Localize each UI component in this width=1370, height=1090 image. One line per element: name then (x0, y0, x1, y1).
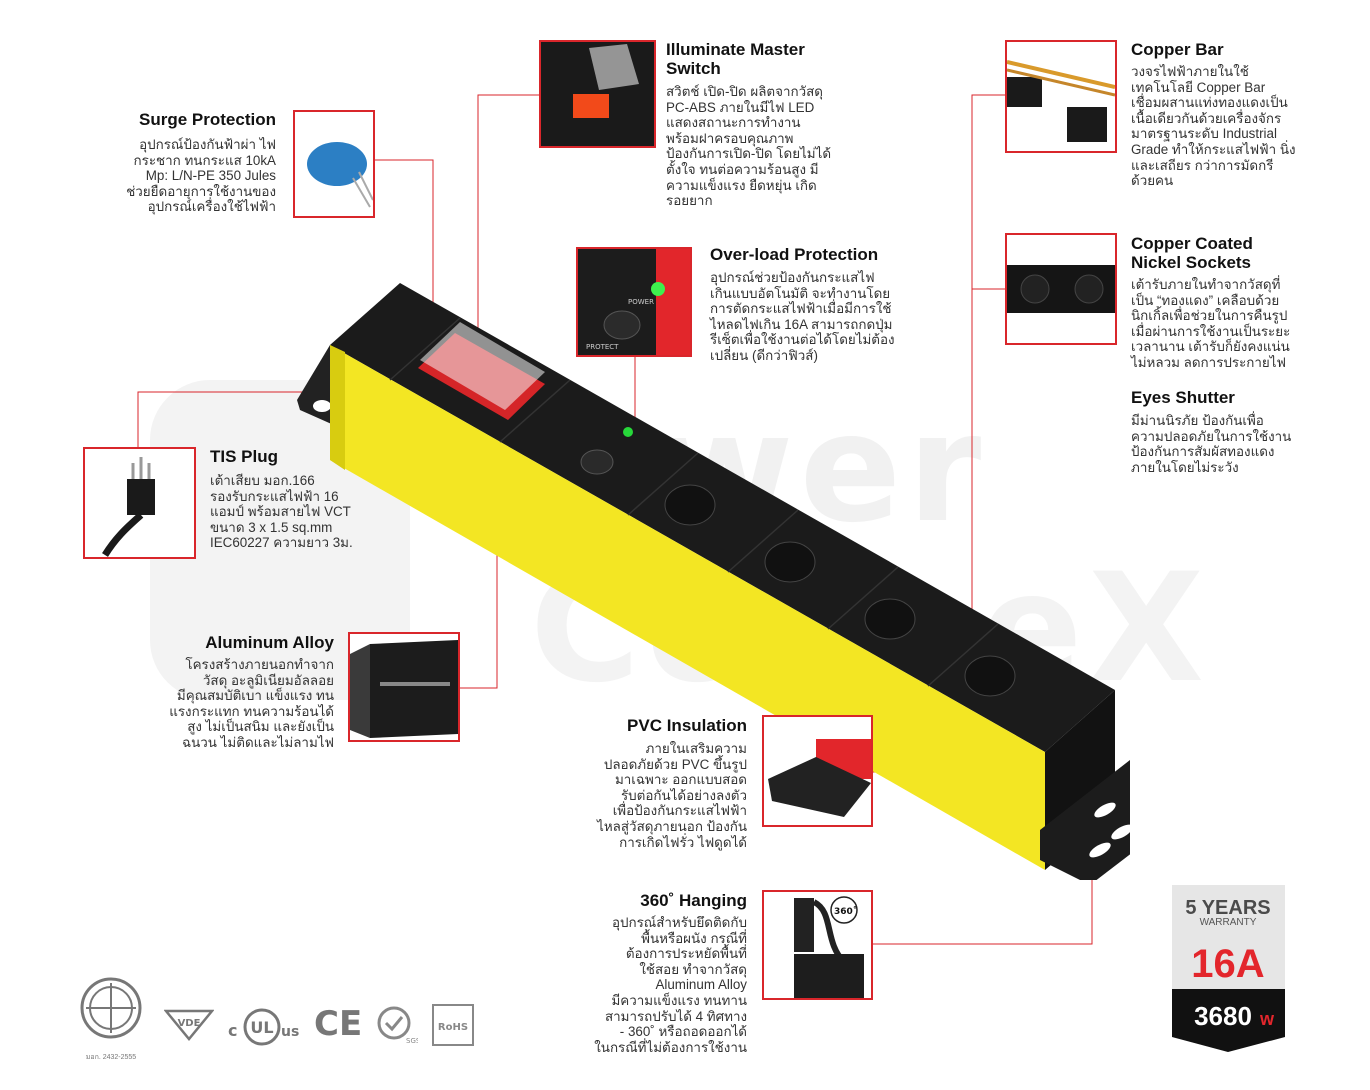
warranty-badge: 5 YEARS WARRANTY 16A 3680 w (1172, 885, 1285, 1052)
svg-text:UL: UL (250, 1018, 273, 1037)
tis-number: มอก. 2432-2555 (85, 1054, 137, 1061)
badge-warranty: WARRANTY (1200, 917, 1257, 928)
svg-text:RoHS: RoHS (438, 1022, 468, 1033)
svg-text:c: c (228, 1021, 237, 1040)
aluminum-thumbnail (348, 632, 460, 742)
ul-logo: c UL us (228, 1003, 300, 1049)
hanging-title: 360˚ Hanging (640, 891, 747, 910)
aluminum-profile-icon (350, 640, 458, 738)
sgs-logo: SGS (374, 1005, 421, 1045)
switch-icon (541, 42, 654, 146)
ce-logo: CE (314, 1004, 363, 1044)
hanging-thumbnail: 360˚ (762, 890, 873, 1000)
surge-title: Surge Protection (139, 110, 276, 129)
aluminum-body: โครงสร้างภายนอกทำจาก วัสดุ อะลูมิเนียมอั… (169, 657, 334, 750)
power-label: POWER (628, 298, 654, 306)
overload-title: Over-load Protection (710, 245, 879, 264)
hanging-body: อุปกรณ์สำหรับยึดติดกับ พื้นหรือผนัง กรณี… (594, 915, 747, 1055)
pvc-title: PVC Insulation (627, 716, 747, 735)
copper-title: Copper Bar (1131, 40, 1224, 59)
bracket-icon: 360˚ (794, 896, 864, 998)
reset-button-icon: POWER PROTECT (578, 249, 690, 355)
tis-logo: มอก. 2432-2555 (78, 975, 144, 1065)
rohs-logo: RoHS (432, 1004, 474, 1046)
plug-body: เต้าเสียบ มอก.166 รองรับกระแสไฟฟ้า 16 แอ… (210, 473, 353, 551)
overload-thumbnail: POWER PROTECT (576, 247, 692, 357)
copper-bar-thumbnail (1005, 40, 1117, 153)
nickel-title: Copper Coated Nickel Sockets (1131, 234, 1253, 272)
pvc-icon (768, 739, 871, 817)
switch-thumbnail (539, 40, 656, 148)
switch-body: สวิตช์ เปิด-ปิด ผลิตจากวัสดุ PC-ABS ภายใ… (666, 84, 832, 209)
switch-title: Illuminate Master Switch (666, 40, 805, 78)
svg-text:us: us (281, 1024, 299, 1040)
overload-body: อุปกรณ์ช่วยป้องกันกระแสไฟ เกินแบบอัตโนมั… (710, 270, 895, 363)
svg-text:VDE: VDE (178, 1018, 201, 1029)
plug-title: TIS Plug (210, 447, 278, 466)
copper-bar-icon (1007, 60, 1115, 142)
surge-thumbnail (293, 110, 375, 218)
badge-watts-unit: w (1259, 1009, 1275, 1029)
aluminum-title: Aluminum Alloy (205, 633, 334, 652)
shutter-body: มีม่านนิรภัย ป้องกันเพื่อ ความปลอดภัยในก… (1131, 413, 1292, 475)
protect-label: PROTECT (586, 343, 619, 351)
surge-body: อุปกรณ์ป้องกันฟ้าผ่า ไฟ กระชาก ทนกระแส 1… (126, 137, 276, 215)
plug-thumbnail (83, 447, 196, 559)
pvc-body: ภายในเสริมความ ปลอดภัยด้วย PVC ขึ้นรูป ม… (597, 741, 747, 850)
socket-icon (1007, 265, 1115, 313)
badge-amps: 16A (1191, 942, 1264, 986)
nickel-body: เต้ารับภายในทำจากวัสดุที่ เป็น “ทองแดง” … (1131, 277, 1291, 370)
shutter-title: Eyes Shutter (1131, 388, 1235, 407)
svg-text:SGS: SGS (406, 1037, 418, 1045)
rotation-label: 360˚ (834, 906, 857, 917)
nickel-sockets-thumbnail (1005, 233, 1117, 345)
varistor-icon (307, 142, 373, 208)
badge-years: 5 YEARS (1185, 897, 1270, 919)
vde-logo: VDE (163, 1007, 215, 1041)
badge-watts: 3680 (1194, 1001, 1252, 1031)
pvc-thumbnail (762, 715, 873, 827)
plug-icon (102, 457, 155, 557)
copper-body: วงจรไฟฟ้าภายในใช้ เทคโนโลยี Copper Bar เ… (1131, 64, 1296, 189)
